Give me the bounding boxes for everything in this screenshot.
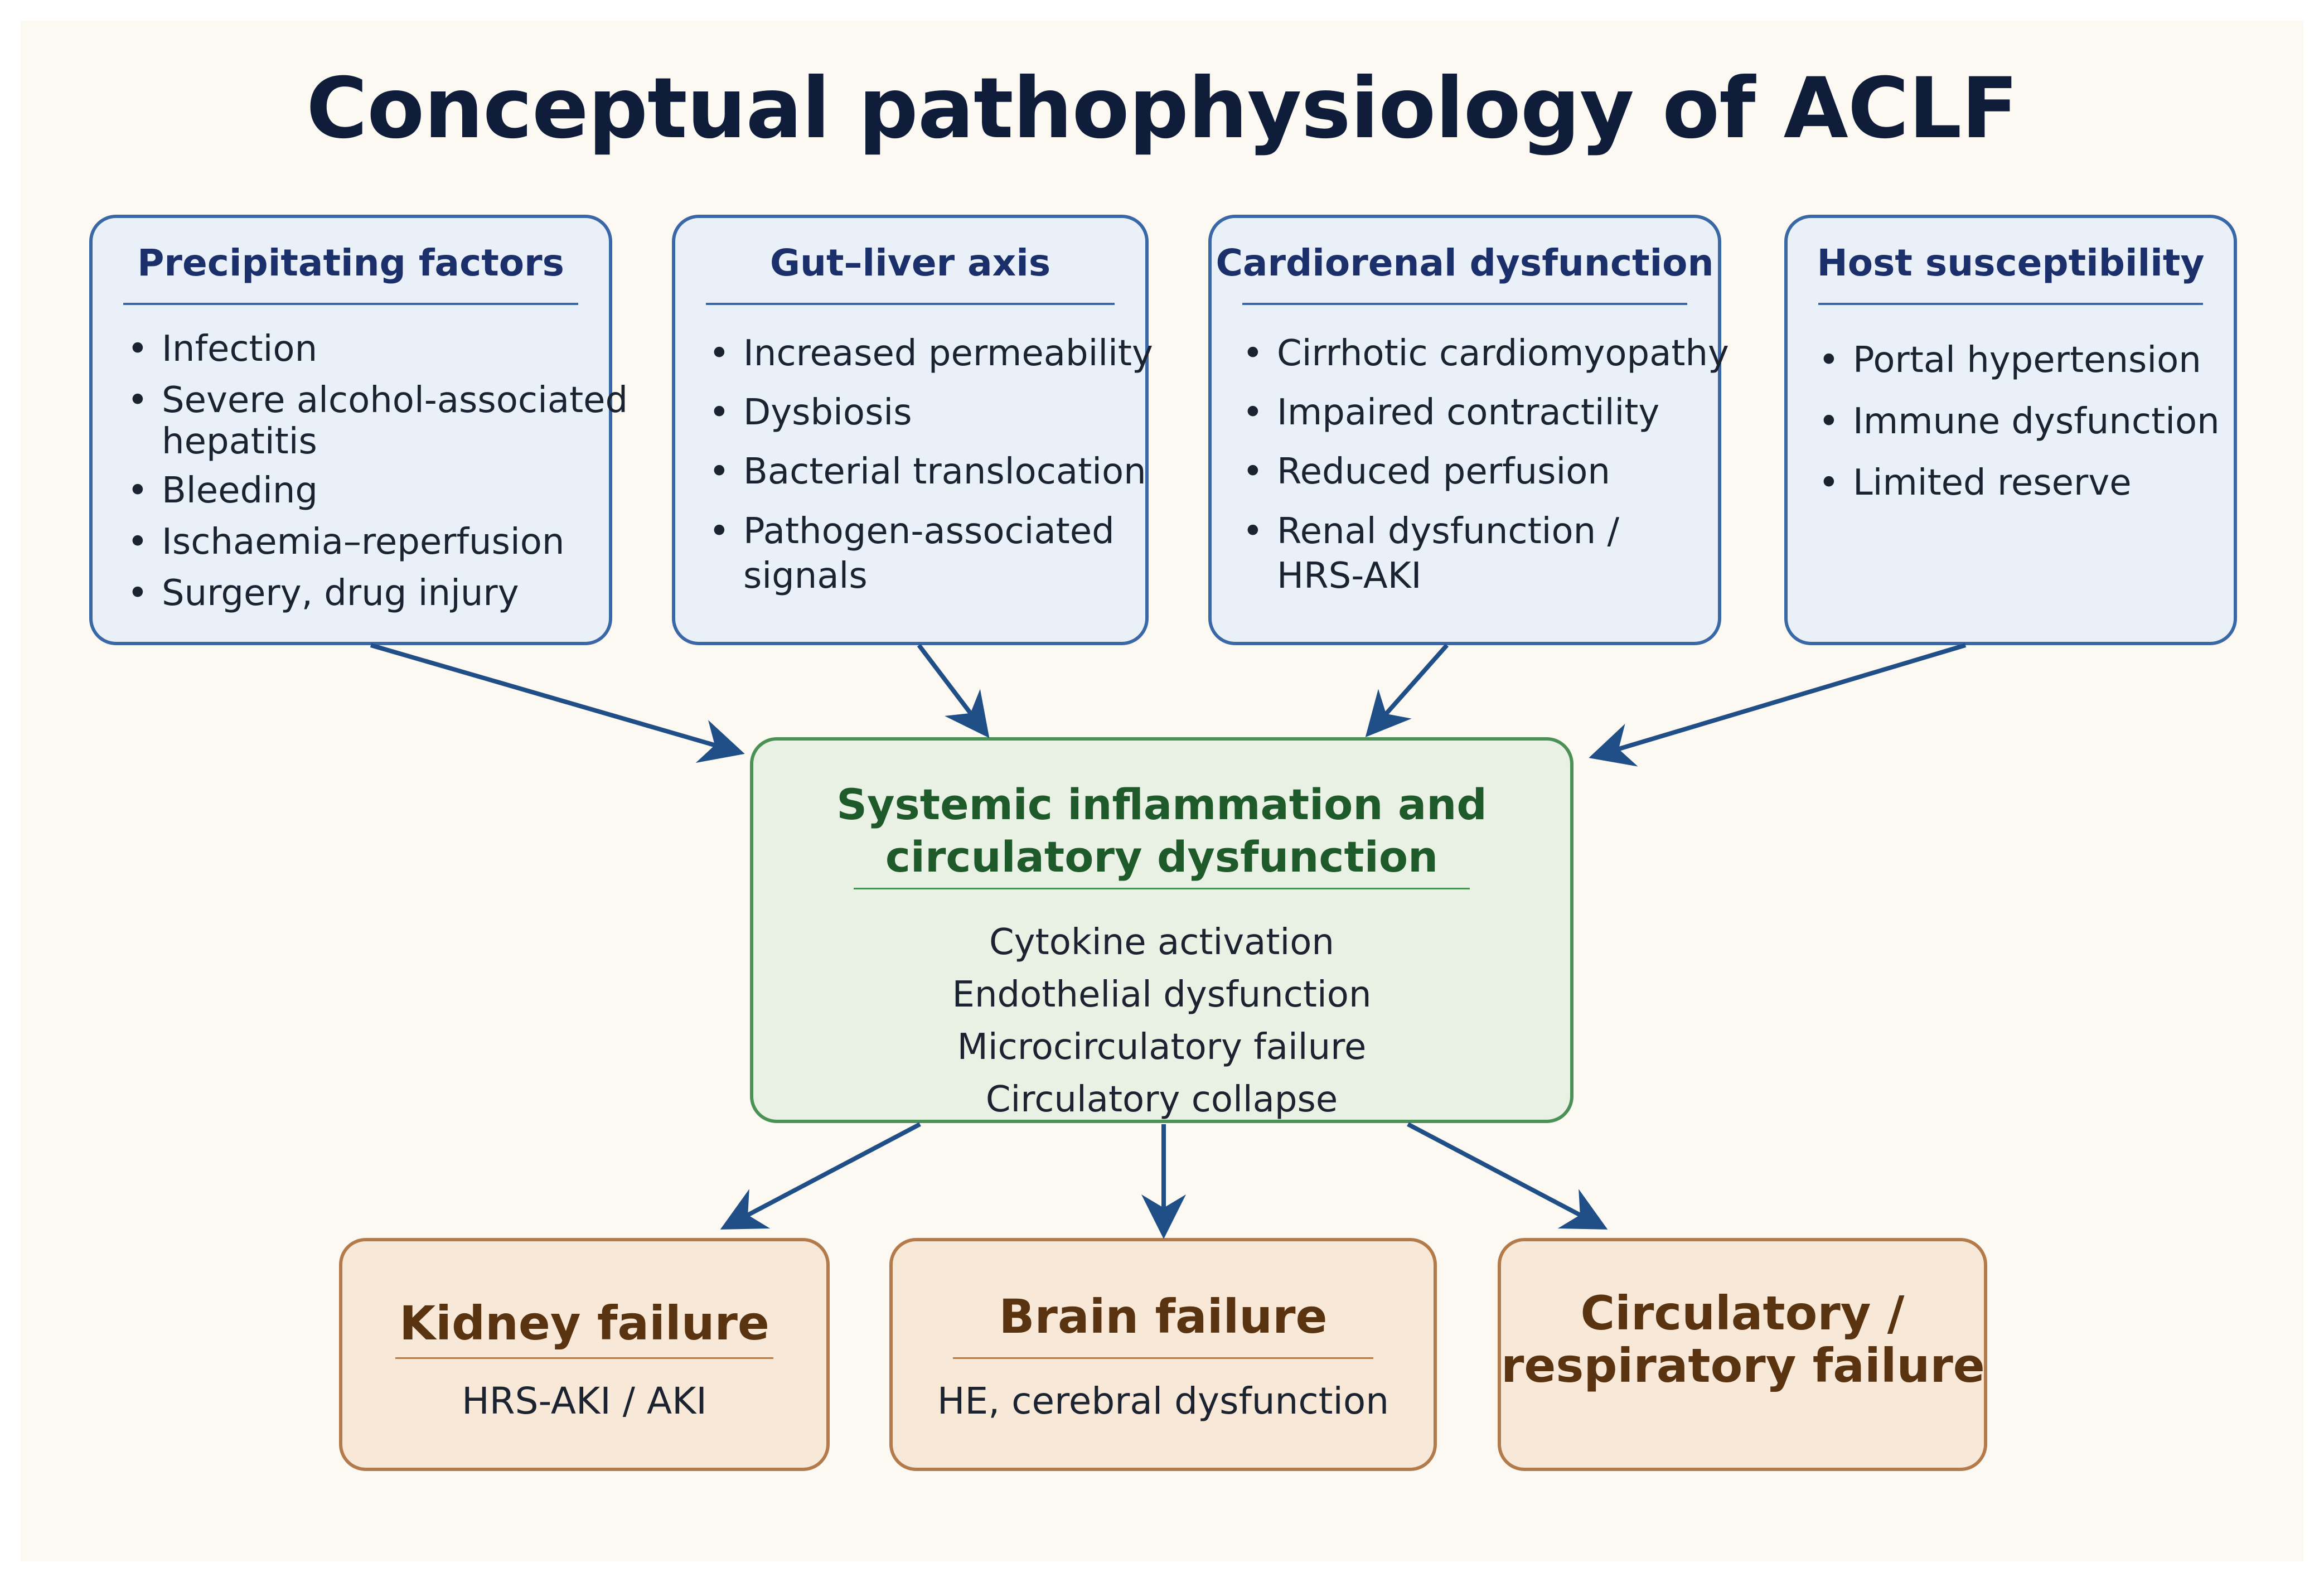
box-title: Gut–liver axis bbox=[769, 241, 1051, 284]
arrow-host-to-systemic bbox=[1589, 643, 1967, 767]
box-title: Host susceptibility bbox=[1817, 241, 2205, 284]
list-item: Ischaemia–reperfusion bbox=[127, 517, 628, 567]
divider bbox=[123, 303, 578, 305]
list-item: Dysbiosis bbox=[709, 383, 1153, 442]
factor-list: Infection Severe alcohol-associated hepa… bbox=[127, 324, 628, 618]
circulatory-respiratory-failure-box: Circulatory / respiratory failure bbox=[1498, 1238, 1987, 1471]
list-item: Pathogen-associated bbox=[709, 509, 1153, 554]
box-title-line-2: respiratory failure bbox=[1501, 1338, 1985, 1393]
precipitating-factors-box: Precipitating factors Infection Severe a… bbox=[89, 215, 628, 645]
mechanism-lines: Cytokine activation Endothelial dysfunct… bbox=[753, 916, 1570, 1126]
list-item: Immune dysfunction bbox=[1818, 391, 2220, 452]
arrow-systemic-to-kidney bbox=[720, 1122, 921, 1230]
box-subtitle: HE, cerebral dysfunction bbox=[937, 1380, 1389, 1423]
box-title: Precipitating factors bbox=[137, 241, 564, 284]
list-item-continuation: hepatitis bbox=[162, 421, 317, 462]
kidney-failure-box: Kidney failure HRS-AKI / AKI bbox=[339, 1238, 830, 1471]
box-title-line-1: Systemic inflammation and bbox=[836, 780, 1487, 829]
host-list: Portal hypertension Immune dysfunction L… bbox=[1818, 330, 2220, 514]
list-item: Bacterial translocation bbox=[709, 442, 1153, 501]
divider bbox=[854, 888, 1470, 889]
list-item: Reduced perfusion bbox=[1242, 442, 1729, 501]
list-item: Renal dysfunction / bbox=[1242, 509, 1729, 554]
gut-liver-axis-box: Gut–liver axis Increased permeability Dy… bbox=[672, 215, 1153, 645]
list-item: Bleeding bbox=[127, 466, 628, 516]
arrow-precipitating-to-systemic bbox=[370, 643, 745, 763]
mechanism-line: Circulatory collapse bbox=[985, 1079, 1338, 1120]
list-item: Impaired contractility bbox=[1242, 383, 1729, 442]
cardiorenal-dysfunction-box: Cardiorenal dysfunction Cirrhotic cardio… bbox=[1208, 215, 1729, 645]
list-item: Severe alcohol-associated bbox=[127, 380, 628, 421]
divider bbox=[953, 1357, 1373, 1359]
brain-failure-box: Brain failure HE, cerebral dysfunction bbox=[889, 1238, 1437, 1471]
box-title: Kidney failure bbox=[399, 1296, 769, 1351]
divider bbox=[1242, 303, 1687, 305]
arrow-cardiorenal-to-systemic bbox=[1365, 644, 1449, 737]
box-title: Cardiorenal dysfunction bbox=[1216, 241, 1714, 284]
mechanism-line: Microcirculatory failure bbox=[957, 1027, 1367, 1068]
list-item: Infection bbox=[127, 324, 628, 374]
systemic-inflammation-box: Systemic inflammation and circulatory dy… bbox=[750, 737, 1573, 1123]
box-title-line-2: circulatory dysfunction bbox=[885, 832, 1439, 882]
list-item: Surgery, drug injury bbox=[127, 568, 628, 618]
arrow-gut-liver-to-systemic bbox=[917, 644, 990, 738]
mechanism-line: Endothelial dysfunction bbox=[952, 974, 1372, 1015]
page-title: Conceptual pathophysiology of ACLF bbox=[306, 60, 2018, 157]
divider bbox=[1818, 303, 2203, 305]
list-item: Increased permeability bbox=[709, 324, 1153, 383]
host-susceptibility-box: Host susceptibility Portal hypertension … bbox=[1784, 215, 2237, 645]
arrow-systemic-to-circulatory bbox=[1407, 1122, 1608, 1230]
list-item: Cirrhotic cardiomyopathy bbox=[1242, 324, 1729, 383]
gut-liver-list: Increased permeability Dysbiosis Bacteri… bbox=[709, 324, 1153, 598]
list-item-continuation: signals bbox=[743, 555, 868, 597]
mechanism-line: Cytokine activation bbox=[989, 922, 1334, 963]
divider bbox=[706, 303, 1115, 305]
cardiorenal-list: Cirrhotic cardiomyopathy Impaired contra… bbox=[1242, 324, 1729, 598]
list-item-continuation: HRS-AKI bbox=[1277, 555, 1422, 597]
box-title-line-1: Circulatory / bbox=[1580, 1286, 1905, 1341]
list-item: Portal hypertension bbox=[1818, 330, 2220, 391]
box-title: Brain failure bbox=[999, 1289, 1328, 1344]
list-item: Limited reserve bbox=[1818, 452, 2220, 514]
divider bbox=[395, 1357, 773, 1359]
box-subtitle: HRS-AKI / AKI bbox=[462, 1380, 707, 1423]
